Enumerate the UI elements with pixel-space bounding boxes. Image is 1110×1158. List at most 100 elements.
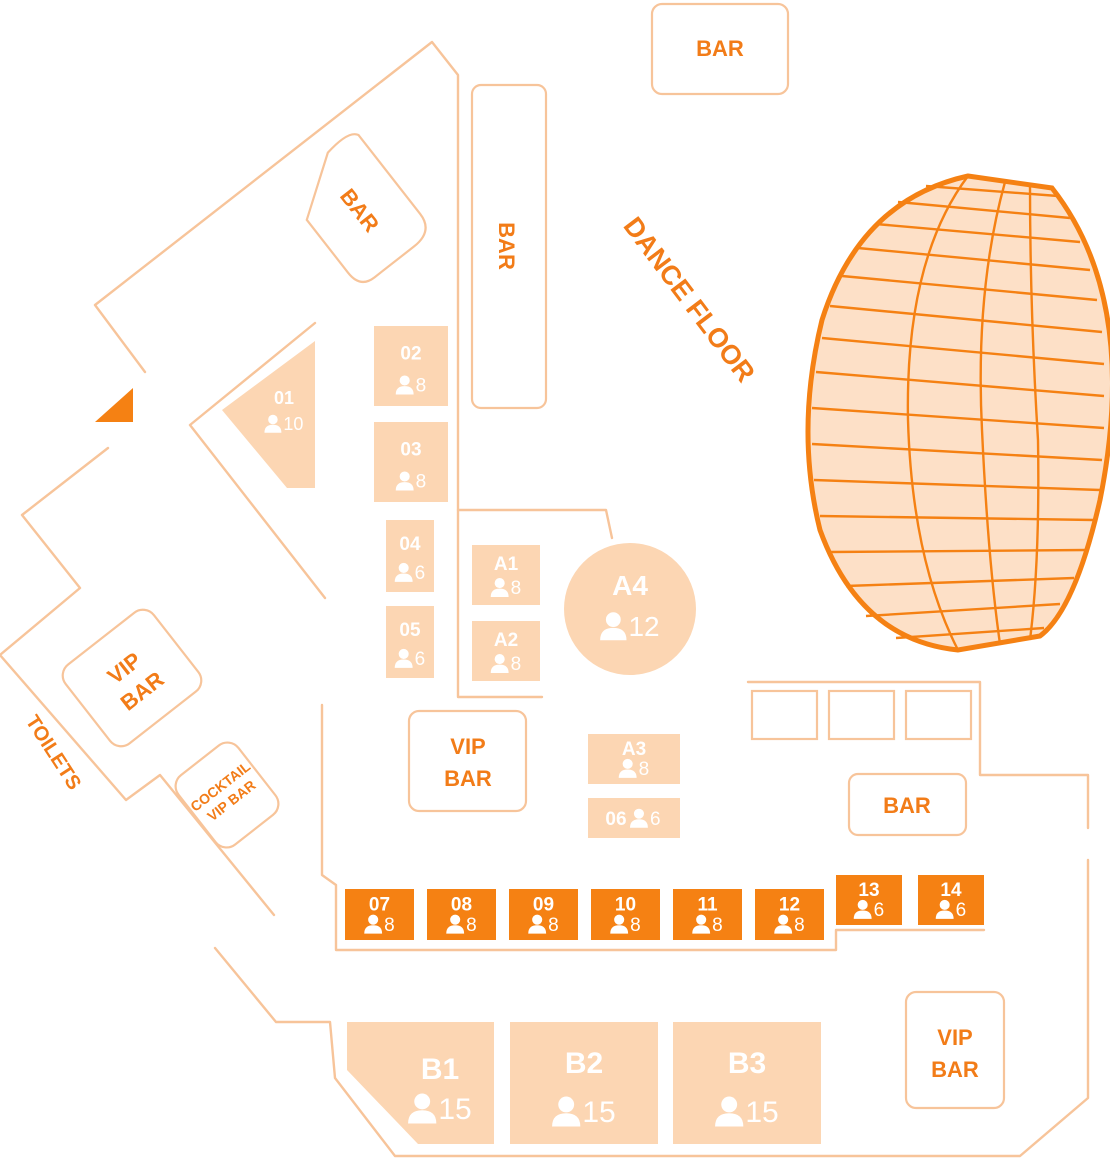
walls xyxy=(0,40,1090,1158)
person-icon xyxy=(692,914,711,934)
table-10[interactable]: 108 xyxy=(591,889,660,940)
table-capacity: 8 xyxy=(511,654,522,675)
table-capacity: 8 xyxy=(416,376,427,397)
wall-outline-left xyxy=(93,40,544,699)
person-icon xyxy=(490,578,509,598)
toilets-label: TOILETS xyxy=(21,711,85,794)
table-id: 10 xyxy=(615,894,636,915)
person-icon xyxy=(774,914,793,934)
person-icon xyxy=(364,914,383,934)
table-id: B2 xyxy=(565,1047,603,1080)
person-icon xyxy=(446,914,465,934)
table-capacity: 6 xyxy=(415,649,426,670)
table-capacity: 6 xyxy=(956,900,967,921)
bar-diag: BAR xyxy=(305,133,427,283)
table-id: 14 xyxy=(940,880,962,901)
bar-vertical: BAR xyxy=(470,83,548,410)
table-04[interactable]: 046 xyxy=(386,520,434,592)
table-id: 07 xyxy=(369,894,390,915)
table-a1[interactable]: A18 xyxy=(472,545,540,605)
table-id: B3 xyxy=(728,1047,766,1080)
table-shape[interactable] xyxy=(347,1022,494,1144)
table-capacity: 8 xyxy=(794,915,805,936)
person-icon xyxy=(395,375,414,395)
vip-bar-bottom-line2: BAR xyxy=(931,1057,979,1082)
person-icon xyxy=(264,414,282,433)
table-id: 05 xyxy=(399,620,421,641)
table-11[interactable]: 118 xyxy=(673,889,742,940)
person-icon xyxy=(610,914,629,934)
table-capacity: 8 xyxy=(466,915,477,936)
table-shape[interactable] xyxy=(564,543,696,675)
cocktail-vip-bar: COCKTAIL VIP BAR xyxy=(174,741,280,849)
entrance-arrow-icon xyxy=(95,388,133,422)
table-03[interactable]: 038 xyxy=(374,422,448,502)
table-id: A1 xyxy=(494,554,519,575)
table-capacity: 8 xyxy=(639,759,650,780)
table-12[interactable]: 128 xyxy=(755,889,824,940)
table-05[interactable]: 056 xyxy=(386,606,434,678)
table-id: 03 xyxy=(400,440,421,461)
disco-stage-icon xyxy=(805,173,1110,653)
table-02[interactable]: 028 xyxy=(374,326,448,406)
table-shape[interactable] xyxy=(673,1022,821,1144)
person-icon xyxy=(715,1096,744,1127)
person-icon xyxy=(630,808,648,828)
table-a2[interactable]: A28 xyxy=(472,621,540,681)
person-icon xyxy=(618,758,637,778)
table-capacity: 8 xyxy=(712,915,723,936)
table-06[interactable]: 06 6 xyxy=(588,798,680,838)
table-08[interactable]: 088 xyxy=(427,889,496,940)
table-capacity: 6 xyxy=(650,809,661,830)
dance-floor-label: DANCE FLOOR xyxy=(618,211,761,387)
person-icon xyxy=(394,562,413,582)
table-capacity: 8 xyxy=(630,915,641,936)
table-capacity: 15 xyxy=(745,1096,778,1129)
table-id: 09 xyxy=(533,894,554,915)
table-capacity: 15 xyxy=(438,1093,471,1126)
table-id: 06 xyxy=(605,809,626,830)
table-capacity: 6 xyxy=(874,900,885,921)
table-07[interactable]: 078 xyxy=(345,889,414,940)
bar-vertical-label: BAR xyxy=(494,222,519,270)
table-14[interactable]: 146 xyxy=(918,875,984,925)
bar-right-label: BAR xyxy=(883,793,931,818)
person-icon xyxy=(395,471,414,491)
bar-top: BAR xyxy=(650,2,790,96)
person-icon xyxy=(528,914,547,934)
person-icon xyxy=(394,648,413,668)
vip-bar-center-line1: VIP xyxy=(450,734,485,759)
person-icon xyxy=(600,612,627,641)
vip-bar-left: VIP BAR xyxy=(61,608,203,748)
table-id: B1 xyxy=(421,1053,459,1086)
table-capacity: 12 xyxy=(628,611,659,642)
bar-right: BAR xyxy=(847,772,968,837)
table-id: 08 xyxy=(451,894,472,915)
bar-top-label: BAR xyxy=(696,36,744,61)
table-id: 13 xyxy=(858,880,879,901)
person-icon xyxy=(490,654,509,674)
table-id: 01 xyxy=(274,388,294,408)
table-a3[interactable]: A38 xyxy=(588,734,680,784)
table-capacity: 8 xyxy=(384,915,395,936)
table-shape[interactable] xyxy=(588,798,680,838)
table-13[interactable]: 136 xyxy=(836,875,902,925)
table-09[interactable]: 098 xyxy=(509,889,578,940)
table-shape[interactable] xyxy=(510,1022,658,1144)
counter-boxes xyxy=(750,689,973,741)
table-capacity: 6 xyxy=(415,563,426,584)
vip-bar-center-line2: BAR xyxy=(444,766,492,791)
vip-bar-center: VIP BAR xyxy=(407,709,528,813)
table-shape[interactable] xyxy=(222,341,315,488)
person-icon xyxy=(408,1093,437,1124)
person-icon xyxy=(853,899,872,919)
table-id: 12 xyxy=(779,894,800,915)
person-icon xyxy=(935,899,954,919)
